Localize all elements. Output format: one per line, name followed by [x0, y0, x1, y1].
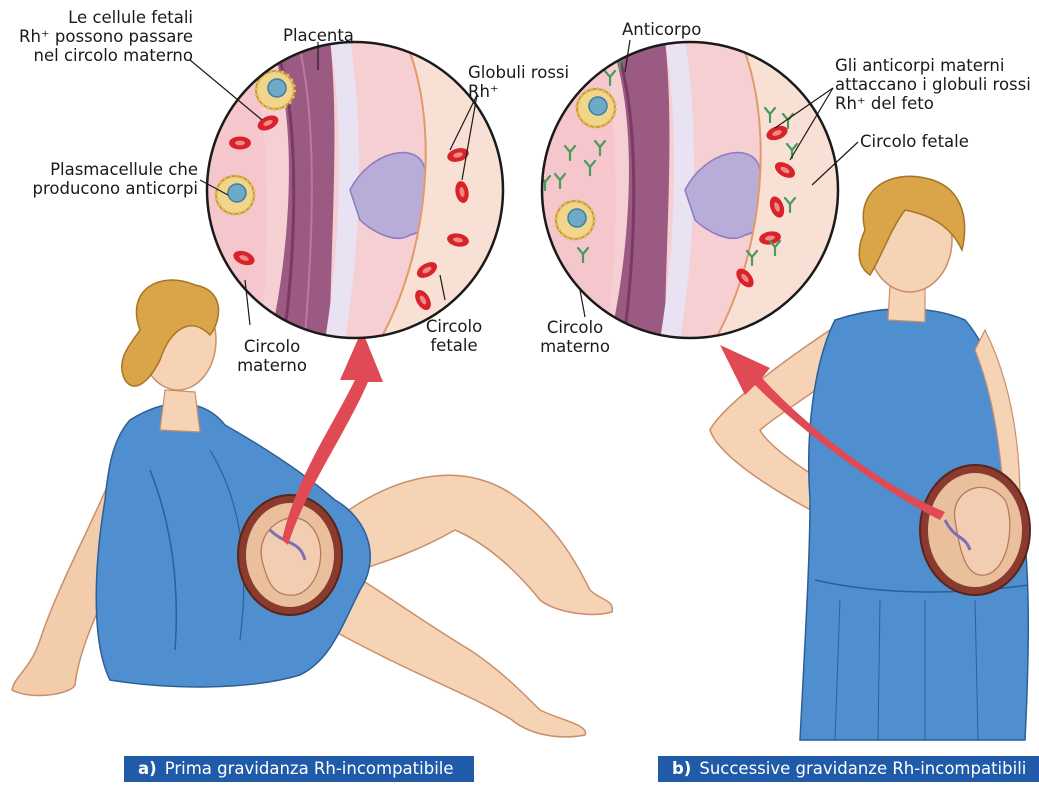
- label-maternal-circulation-a: Circolo materno: [232, 337, 312, 375]
- label-antibody: Anticorpo: [622, 20, 701, 39]
- caption-a-text: Prima gravidanza Rh-incompatibile: [165, 759, 454, 778]
- caption-a-letter: a): [138, 759, 157, 778]
- woman-a-figure: [12, 280, 612, 737]
- label-maternal-circulation-b: Circolo materno: [537, 318, 613, 356]
- label-fetal-circulation-b: Circolo fetale: [860, 132, 969, 151]
- label-fetal-cells-pass: Le cellule fetali Rh⁺ possono passare ne…: [8, 8, 193, 65]
- label-fetal-circulation-a: Circolo fetale: [418, 317, 490, 355]
- caption-b: b) Successive gravidanze Rh-incompatibili: [658, 756, 1039, 782]
- caption-b-text: Successive gravidanze Rh-incompatibili: [699, 759, 1026, 778]
- label-placenta: Placenta: [283, 26, 354, 45]
- label-red-blood-cells: Globuli rossi Rh⁺: [468, 63, 569, 101]
- caption-b-letter: b): [672, 759, 691, 778]
- label-plasma-cells: Plasmacellule che producono anticorpi: [10, 160, 198, 198]
- magnified-view-b: [535, 40, 855, 340]
- caption-a: a) Prima gravidanza Rh-incompatibile: [124, 756, 474, 782]
- label-antibodies-attack: Gli anticorpi materni attaccano i globul…: [835, 56, 1031, 113]
